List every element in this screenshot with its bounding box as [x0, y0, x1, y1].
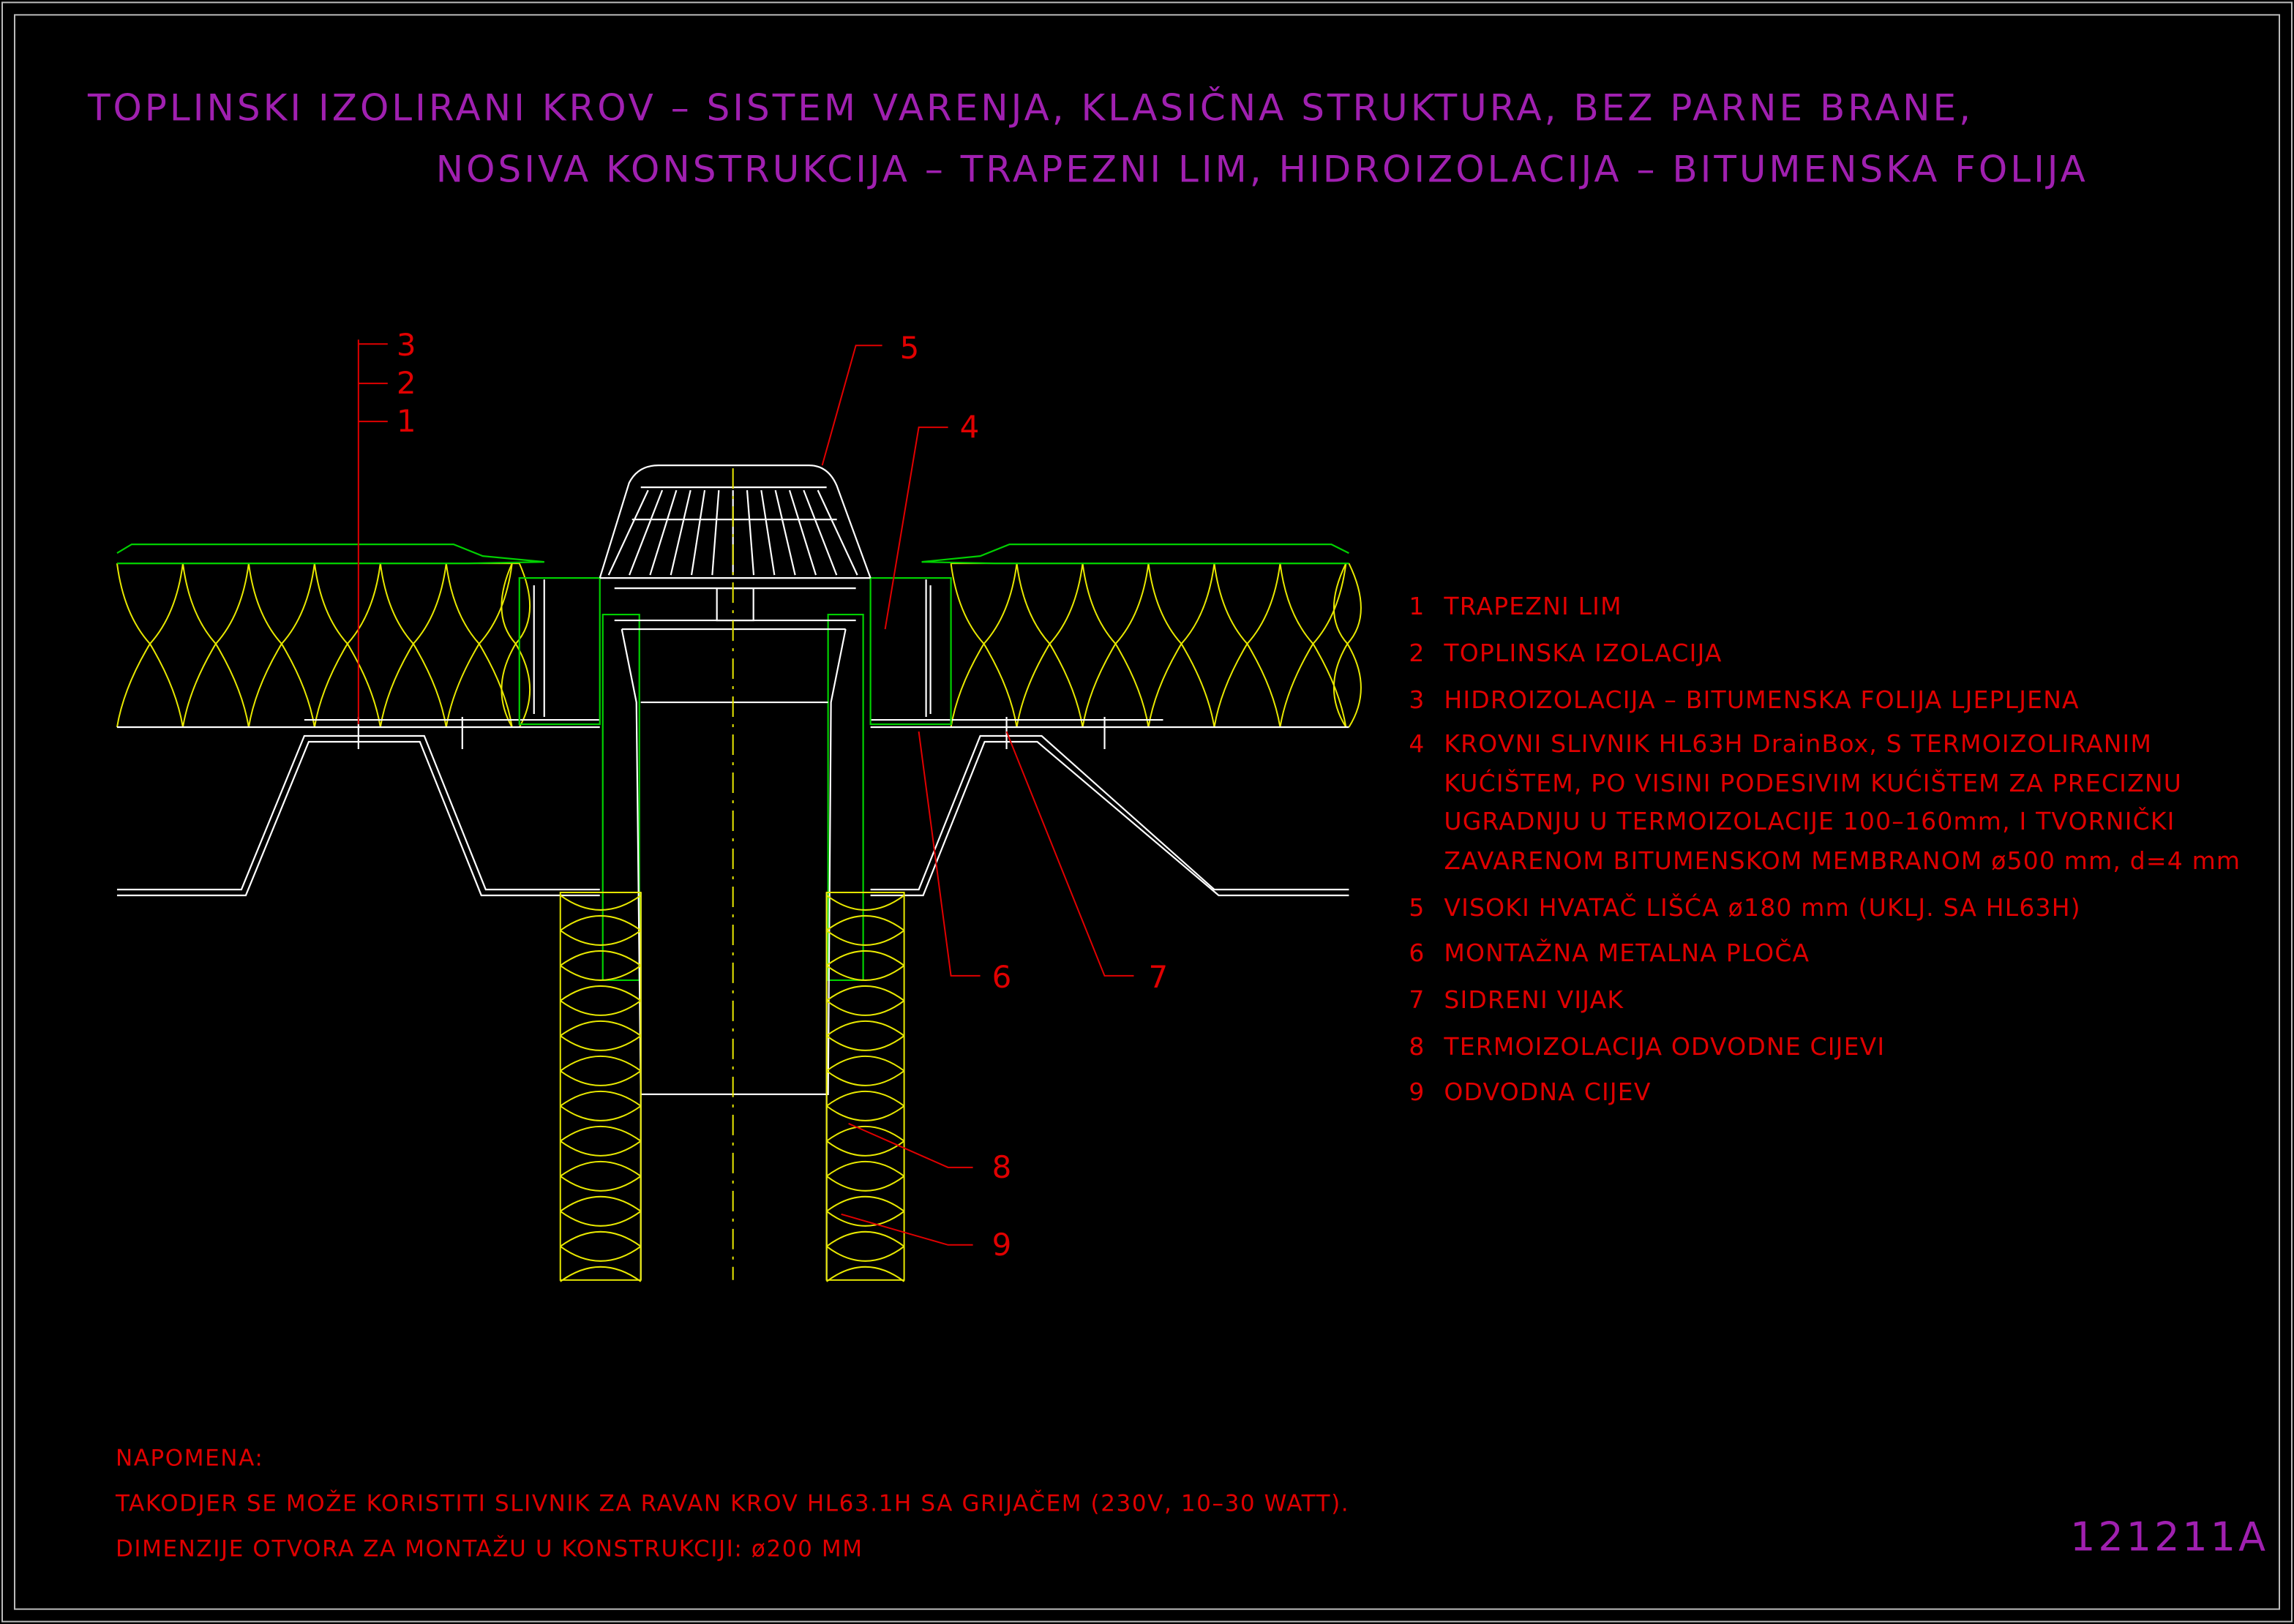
- leaf-catcher: [599, 465, 872, 622]
- legend-num-5: 5: [1409, 893, 1425, 922]
- pipe-insulation-cell: [560, 1070, 642, 1107]
- leaf-catcher-rib: [649, 489, 678, 576]
- pipe-insulation-cell: [560, 1105, 642, 1142]
- callout-4: 4: [960, 409, 980, 445]
- legend-text-6: MONTAŽNA METALNA PLOČA: [1444, 938, 1810, 967]
- insulation-cell: [1082, 563, 1150, 728]
- legend-text-8: TERMOIZOLACIJA ODVODNE CIJEVI: [1443, 1032, 1885, 1061]
- callout-2: 2: [397, 365, 416, 401]
- legend-text-4a: KROVNI SLIVNIK HL63H DrainBox, S TERMOIZ…: [1444, 729, 2152, 758]
- notes-line-1: TAKODJER SE MOŽE KORISTITI SLIVNIK ZA RA…: [115, 1490, 1349, 1517]
- leaf-catcher-rib: [670, 489, 691, 576]
- pipe-thermal-insulation: [559, 891, 905, 1282]
- pipe-insulation-cell: [560, 1246, 642, 1282]
- legend-text-4b: KUĆIŠTEM, PO VISINI PODESIVIM KUĆIŠTEM Z…: [1444, 768, 2182, 797]
- callout-9: 9: [992, 1227, 1012, 1263]
- leaf-catcher-rib: [774, 489, 796, 576]
- title-line-2: NOSIVA KONSTRUKCIJA – TRAPEZNI LIM, HIDR…: [436, 148, 2088, 190]
- insulation-cell: [247, 563, 315, 728]
- anchor-screws: [357, 585, 1106, 750]
- insulation-cell: [1213, 563, 1281, 728]
- insulation-cell: [1016, 563, 1084, 728]
- leaf-catcher-rib: [788, 489, 817, 576]
- pipe-insulation-cell: [826, 930, 905, 966]
- pipe-insulation-cell: [826, 1035, 905, 1072]
- legend-text-4c: UGRADNJU U TERMOIZOLACIJE 100–160mm, I T…: [1444, 806, 2175, 835]
- title-line-1: TOPLINSKI IZOLIRANI KROV – SISTEM VARENJ…: [87, 86, 1973, 129]
- callout-leaders: [357, 339, 1134, 1246]
- pipe-insulation-cell: [560, 1140, 642, 1177]
- legend-num-6: 6: [1409, 939, 1425, 967]
- drain-pipe: [621, 468, 847, 1280]
- notes-heading: NAPOMENA:: [116, 1446, 263, 1472]
- insulation-cell: [1147, 563, 1215, 728]
- callout-6: 6: [992, 959, 1012, 995]
- pipe-insulation-cell: [826, 1070, 905, 1107]
- legend-text-7: SIDRENI VIJAK: [1444, 985, 1624, 1014]
- legend: 1 TRAPEZNI LIM 2 TOPLINSKA IZOLACIJA 3 H…: [1409, 592, 2241, 1106]
- pipe-insulation-cell: [826, 965, 905, 1001]
- pipe-insulation-cell: [560, 1035, 642, 1072]
- legend-text-3: HIDROIZOLACIJA – BITUMENSKA FOLIJA LJEPL…: [1444, 685, 2079, 714]
- legend-num-8: 8: [1409, 1032, 1425, 1061]
- sheet-border-inner: [13, 14, 2281, 1610]
- pipe-insulation-cell: [826, 1176, 905, 1212]
- pipe-insulation-cell: [826, 1246, 905, 1282]
- notes-line-2: DIMENZIJE OTVORA ZA MONTAŽU U KONSTRUKCI…: [116, 1536, 863, 1563]
- insulation-cell: [445, 563, 513, 728]
- pipe-insulation-cell: [826, 1211, 905, 1247]
- drawing-code: 121211A: [2070, 1514, 2268, 1560]
- insulation-cell: [1332, 563, 1362, 728]
- pipe-insulation-cell: [560, 965, 642, 1001]
- legend-text-1: TRAPEZNI LIM: [1443, 592, 1622, 620]
- pipe-insulation-cell: [560, 930, 642, 966]
- callout-7: 7: [1148, 959, 1168, 995]
- leaf-catcher-rib: [817, 489, 858, 576]
- legend-num-7: 7: [1409, 985, 1425, 1014]
- roof-thermal-insulation: [116, 563, 1362, 728]
- legend-num-2: 2: [1409, 639, 1425, 667]
- legend-text-2: TOPLINSKA IZOLACIJA: [1443, 639, 1722, 667]
- callout-1: 1: [397, 403, 416, 439]
- legend-num-1: 1: [1409, 592, 1425, 620]
- leaf-catcher-rib: [760, 489, 776, 576]
- pipe-insulation-cell: [826, 1105, 905, 1142]
- pipe-insulation-cell: [826, 1000, 905, 1037]
- leaf-catcher-rib: [629, 489, 664, 576]
- legend-num-3: 3: [1409, 685, 1425, 714]
- legend-text-5: VISOKI HVATAČ LIŠĆA ø180 mm (UKLJ. SA HL…: [1444, 892, 2080, 922]
- bitumen-membrane: [116, 544, 1349, 565]
- insulation-cell: [181, 563, 250, 728]
- insulation-cell: [313, 563, 381, 728]
- callout-3: 3: [397, 327, 416, 363]
- legend-text-4d: ZAVARENOM BITUMENSKOM MEMBRANOM ø500 mm,…: [1444, 846, 2241, 875]
- pipe-insulation-cell: [560, 1000, 642, 1037]
- leaf-catcher-rib: [803, 489, 838, 576]
- insulation-cell: [950, 563, 1018, 728]
- pipe-insulation-cell: [560, 1176, 642, 1212]
- insulation-cell: [379, 563, 447, 728]
- leaf-catcher-rib: [711, 490, 720, 576]
- insulation-cell: [501, 563, 531, 728]
- pipe-insulation-cell: [826, 1140, 905, 1177]
- insulation-cell: [116, 563, 184, 728]
- insulation-cell: [1279, 563, 1347, 728]
- leaf-catcher-rib: [690, 489, 706, 576]
- pipe-insulation-cell: [560, 1211, 642, 1247]
- legend-num-4: 4: [1409, 729, 1425, 758]
- pipe-insulation-cell: [560, 895, 642, 931]
- callout-8: 8: [992, 1149, 1012, 1185]
- legend-text-9: ODVODNA CIJEV: [1444, 1078, 1651, 1106]
- leaf-catcher-rib: [746, 490, 755, 576]
- callout-5: 5: [900, 330, 920, 366]
- pipe-insulation-cell: [826, 895, 905, 931]
- leaf-catcher-rib: [607, 489, 649, 576]
- legend-num-9: 9: [1409, 1078, 1425, 1106]
- section-detail: [116, 465, 1362, 1282]
